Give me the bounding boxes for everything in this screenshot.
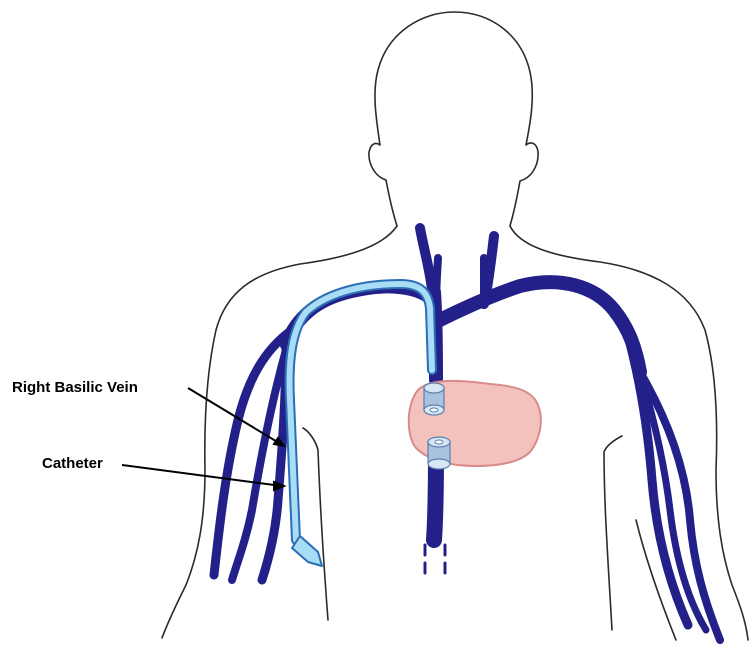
heart xyxy=(409,381,541,469)
left-armpit-outline xyxy=(303,428,328,620)
right-brachiocephalic-vein xyxy=(436,282,640,372)
basilic-vein-label: Right Basilic Vein xyxy=(12,379,138,396)
left-basilic-vein xyxy=(262,344,286,580)
vena-cava-dashes xyxy=(425,545,445,578)
catheter-insertion-arrow xyxy=(292,536,322,566)
head-outline xyxy=(369,12,538,226)
inferior-atrium-port xyxy=(428,437,450,469)
superior-atrium-port xyxy=(424,383,444,415)
right-armpit-outline xyxy=(604,436,622,630)
left-jugular-vein xyxy=(420,228,432,290)
catheter-label: Catheter xyxy=(42,455,103,472)
right-cephalic-vein xyxy=(628,336,688,625)
